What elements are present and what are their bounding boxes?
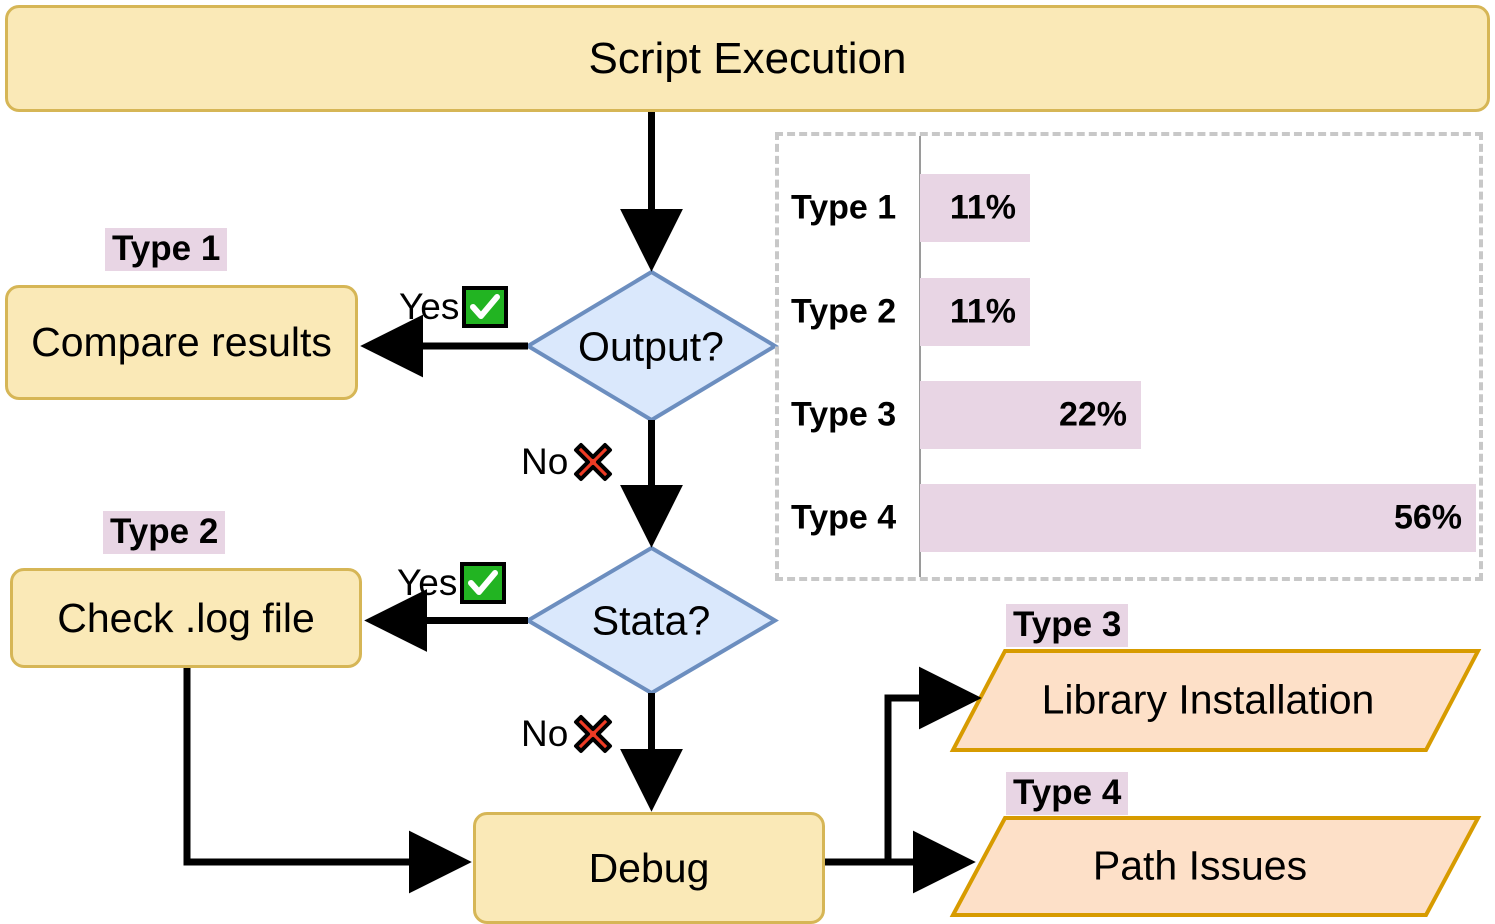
chart-bar-value: 11% xyxy=(949,188,1016,227)
node-compare-results-label: Compare results xyxy=(31,319,332,365)
issue-type-bar-chart: Type 1 11% Type 2 11% Type 3 22% Type 4 … xyxy=(775,132,1483,581)
node-script-execution[interactable]: Script Execution xyxy=(5,5,1490,112)
chart-category-label: Type 4 xyxy=(791,498,897,537)
chart-bar[interactable]: 11% xyxy=(920,278,1030,346)
chart-bar-row: Type 3 22% xyxy=(779,381,1479,449)
edge-label-stata-yes: Yes xyxy=(397,562,507,604)
edge-label-output-no-text: No xyxy=(521,441,569,482)
chart-category-label: Type 2 xyxy=(791,292,897,331)
chart-bar[interactable]: 11% xyxy=(920,174,1030,242)
chart-bar-row: Type 4 56% xyxy=(779,484,1479,552)
node-library-installation-label: Library Installation xyxy=(1041,676,1375,723)
edge-debug-to-library-installation xyxy=(884,666,982,862)
edge-label-output-yes: Yes xyxy=(399,286,509,328)
chart-bar[interactable]: 56% xyxy=(920,484,1476,552)
chart-category-label: Type 3 xyxy=(791,395,897,434)
tag-type-3: Type 3 xyxy=(1006,604,1129,647)
chart-bar[interactable]: 22% xyxy=(920,381,1141,449)
node-check-log-file-label: Check .log file xyxy=(57,594,315,641)
node-check-log-file[interactable]: Check .log file xyxy=(10,568,362,668)
chart-bar-row: Type 2 11% xyxy=(779,278,1479,346)
tag-type-2: Type 2 xyxy=(103,511,226,554)
edge-label-stata-no: No xyxy=(521,712,615,756)
node-stata-decision-label: Stata? xyxy=(591,597,711,644)
node-output-decision-label: Output? xyxy=(578,323,724,370)
tag-type-4: Type 4 xyxy=(1006,772,1129,815)
node-debug-label: Debug xyxy=(588,844,710,891)
red-x-icon xyxy=(571,712,615,756)
node-path-issues-label: Path Issues xyxy=(1092,842,1308,889)
edge-checklog-to-debug xyxy=(183,668,472,894)
chart-y-axis xyxy=(919,136,921,577)
red-x-icon xyxy=(571,440,615,484)
chart-category-label: Type 1 xyxy=(791,188,897,227)
edge-label-stata-no-text: No xyxy=(521,713,569,754)
green-check-icon xyxy=(462,286,509,328)
tag-type-1: Type 1 xyxy=(105,228,228,271)
node-script-execution-label: Script Execution xyxy=(588,33,907,83)
chart-bar-value: 11% xyxy=(949,292,1016,331)
edge-label-output-no: No xyxy=(521,440,615,484)
edge-label-output-yes-text: Yes xyxy=(399,286,460,327)
chart-bar-row: Type 1 11% xyxy=(779,174,1479,242)
chart-bar-value: 22% xyxy=(1058,395,1127,434)
node-debug[interactable]: Debug xyxy=(473,812,825,924)
node-compare-results[interactable]: Compare results xyxy=(5,285,358,400)
chart-bar-value: 56% xyxy=(1393,498,1462,537)
green-check-icon xyxy=(460,562,507,604)
edge-label-stata-yes-text: Yes xyxy=(397,562,458,603)
